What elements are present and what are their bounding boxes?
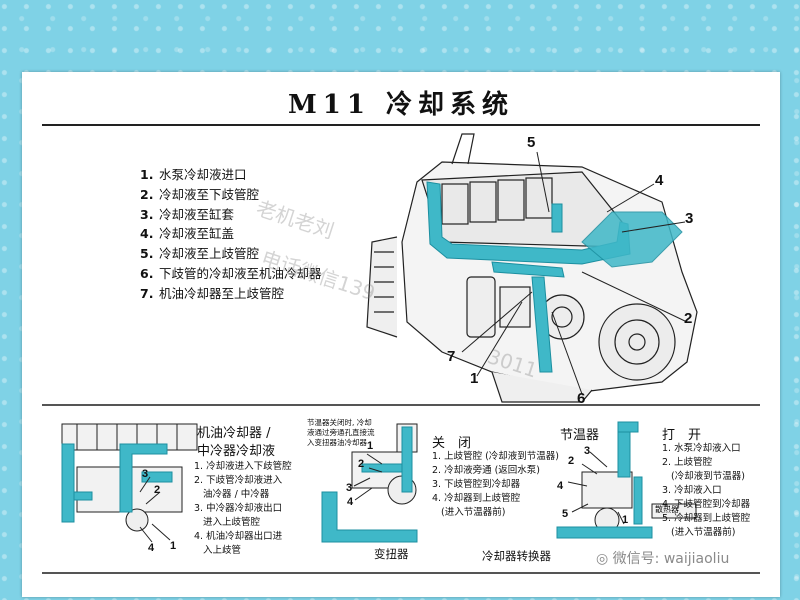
legend-item: 1. 水泵冷却液进口	[140, 167, 247, 182]
callout-3: 3	[685, 210, 694, 227]
open-callout-4: 4	[557, 480, 564, 492]
diagram-title: M11 冷却系统	[287, 90, 514, 120]
oil-callout-3: 3	[142, 468, 149, 480]
radiator-label: 散热器	[655, 505, 679, 514]
engine-illustration	[61, 133, 698, 543]
callout-6: 6	[577, 390, 586, 407]
legend-item: 3. 冷却液至缸套	[140, 206, 234, 222]
open-callout-1: 1	[622, 514, 629, 526]
oil-callout-2: 2	[154, 484, 161, 496]
open-callout-5: 5	[562, 508, 569, 520]
legend-item: 4. 冷却液至缸盖	[140, 226, 234, 242]
section-divider	[42, 404, 760, 406]
open-title: 打 开	[662, 428, 702, 443]
legend-item: 7. 机油冷却器至上歧管腔	[140, 285, 284, 301]
callout-7: 7	[447, 348, 456, 365]
open-list: 1. 水泵冷却液入口 2. 上歧管腔 (冷却液到节温器) 3. 冷却液入口 4.…	[662, 443, 751, 538]
legend-item: 5. 冷却液至上歧管腔	[140, 246, 259, 262]
closed-list: 1. 上歧管腔 (冷却液到节温器) 2. 冷却液旁通 (返回水泵) 3. 下歧管…	[432, 451, 560, 518]
callout-2: 2	[684, 310, 693, 327]
oil-cooler-title-2: 中冷器冷却液	[197, 444, 276, 459]
legend-item: 6. 下歧管的冷却液至机油冷却器	[140, 265, 322, 281]
bypass-note: 节温器关闭时, 冷却液通过旁通孔直接流入变扭器油冷却器	[307, 418, 375, 447]
closed-callout-2: 2	[358, 458, 365, 470]
oil-cooler-title-1: 机油冷却器 /	[197, 426, 271, 441]
callout-4: 4	[655, 172, 664, 189]
wechat-id-badge: ◎ 微信号: waijiaoliu	[596, 551, 730, 567]
closed-callout-3: 3	[346, 482, 353, 494]
open-callout-3: 3	[584, 445, 591, 457]
closed-callout-4: 4	[347, 496, 354, 508]
callout-5: 5	[527, 134, 536, 151]
bottom-rule	[42, 572, 760, 574]
closed-title: 关 闭	[432, 436, 472, 451]
wechat-icon: ◎	[596, 551, 609, 567]
diagram-panel: M11 冷却系统 1. 水泵冷却液进口 2. 冷却液至下歧管腔 3. 冷却液至缸…	[22, 72, 780, 597]
oil-callout-1: 1	[170, 540, 177, 552]
main-legend: 1. 水泵冷却液进口 2. 冷却液至下歧管腔 3. 冷却液至缸套 4. 冷却液至…	[140, 165, 322, 304]
legend-item: 2. 冷却液至下歧管腔	[140, 186, 259, 202]
callout-1: 1	[470, 370, 479, 387]
torque-converter-label: 变扭器	[374, 547, 409, 561]
open-callout-2: 2	[568, 455, 575, 467]
thermostat-label: 节温器	[560, 428, 600, 443]
oil-cooler-list: 1. 冷却液进入下歧管腔 2. 下歧管冷却液进入 油冷器 / 中冷器 3. 中冷…	[194, 461, 292, 556]
converter-cooler-label: 冷却器转换器	[482, 549, 551, 563]
closed-callout-1: 1	[367, 440, 374, 452]
title-rule	[42, 124, 760, 126]
oil-callout-4: 4	[148, 542, 155, 554]
